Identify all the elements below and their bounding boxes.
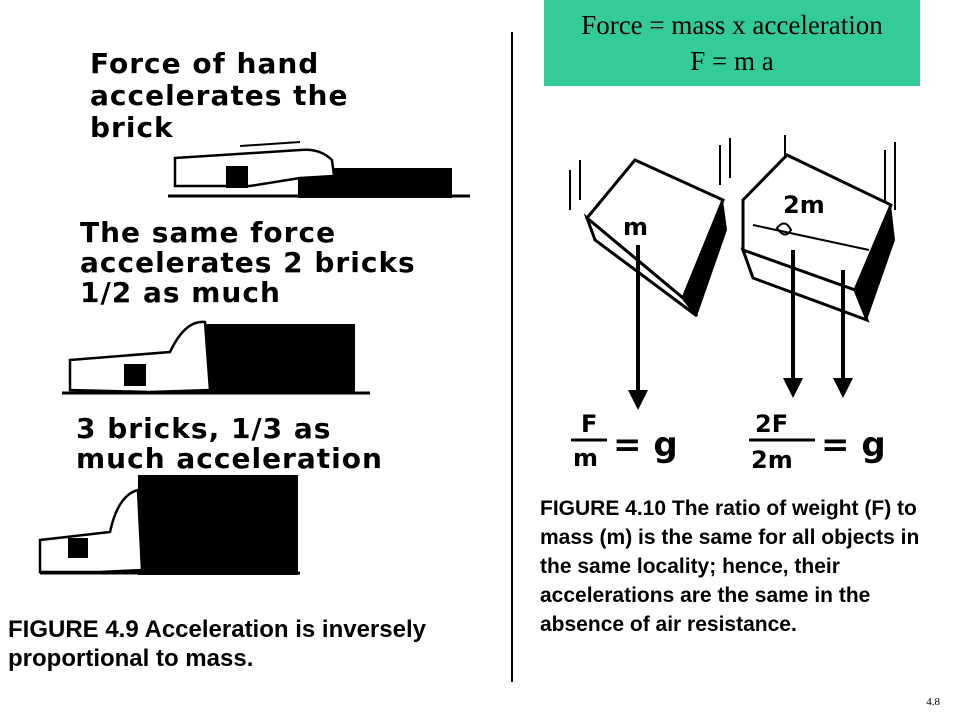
brick-3: [138, 475, 298, 575]
figure-4-9-illustration: [38, 141, 470, 575]
hand-1: [173, 148, 336, 188]
vertical-divider: [511, 32, 513, 682]
slide-number: 4.8: [926, 696, 940, 708]
brick-row-3: [38, 475, 300, 575]
eq-left-result: = g: [613, 425, 678, 465]
cuff-1: [226, 166, 248, 188]
figure-4-10-caption-text: The ratio of weight (F) to mass (m) is t…: [540, 497, 920, 636]
eq-left-denominator: m: [573, 444, 598, 472]
motion-streaks: [569, 135, 896, 210]
eq-right-result: = g: [821, 425, 886, 465]
brick-m: [583, 158, 727, 318]
brick-row-2: [62, 320, 370, 395]
brick-2: [200, 324, 355, 394]
figure-4-9-label-1: Force of hand accelerates the brick: [90, 47, 349, 144]
equation-right: 2F 2m = g: [749, 410, 886, 474]
figure-4-9-caption: FIGURE 4.9 Acceleration is inversely pro…: [8, 615, 488, 673]
force-arrows: [628, 245, 853, 410]
brick-2m: [740, 153, 895, 323]
figure-4-10-caption: FIGURE 4.10 The ratio of weight (F) to m…: [540, 494, 920, 639]
mass-label-m: m: [623, 213, 648, 241]
figure-4-10-illustration: m 2m F m = g 2F 2m = g: [569, 135, 896, 474]
figure-4-10-caption-title: FIGURE 4.10: [540, 497, 667, 520]
mass-label-2m: 2m: [783, 191, 825, 219]
formula-line-2: F = m a: [690, 46, 774, 76]
hand-2: [68, 320, 212, 394]
cuff-2: [124, 364, 146, 386]
hand-3: [38, 488, 144, 574]
figure-4-9-label-2: The same force accelerates 2 bricks 1/2 …: [80, 216, 416, 309]
eq-right-numerator: 2F: [755, 410, 788, 438]
eq-right-denominator: 2m: [751, 446, 793, 474]
figure-4-9-caption-text: Acceleration is inversely proportional t…: [8, 616, 426, 672]
equation-left: F m = g: [571, 410, 678, 472]
formula-line-1: Force = mass x acceleration: [581, 10, 883, 40]
figure-4-9-label-3: 3 bricks, 1/3 as much acceleration: [76, 412, 383, 475]
eq-left-numerator: F: [581, 410, 597, 438]
figure-4-9-caption-title: FIGURE 4.9: [8, 616, 139, 643]
formula-banner: Force = mass x acceleration F = m a: [544, 0, 920, 86]
cuff-3: [68, 538, 88, 558]
brick-row-1: [168, 141, 470, 198]
